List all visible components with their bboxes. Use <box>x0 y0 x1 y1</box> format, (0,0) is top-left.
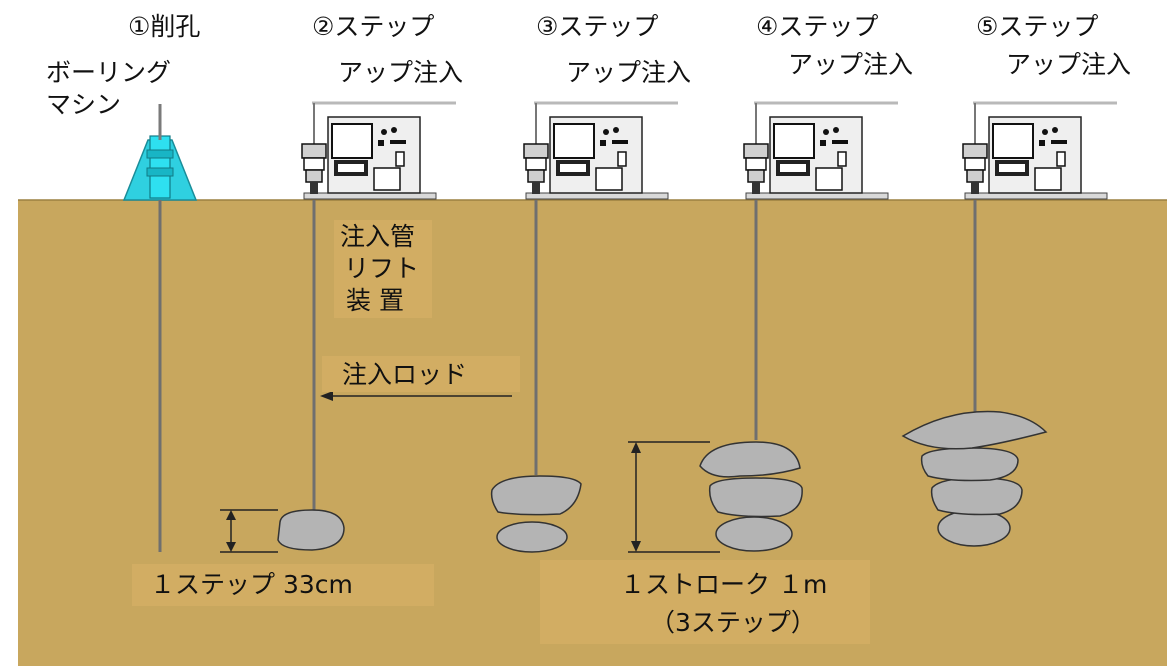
step4-title-line1: ④ステップ <box>756 12 879 41</box>
stroke-dimension-label-line2: （3ステップ） <box>650 608 816 637</box>
lift-label-bg <box>334 220 432 318</box>
stroke-dimension <box>628 441 720 553</box>
boring-machine-icon <box>122 104 198 201</box>
boring-machine-label-line2: マシン <box>46 90 122 119</box>
step-dim-bg <box>132 564 434 606</box>
stroke-dim-bg <box>540 560 870 644</box>
step4-title-line2: アップ注入 <box>788 50 914 79</box>
lift-device-label-line3: 装 置 <box>346 286 404 315</box>
grout-plant-icon <box>523 101 678 200</box>
injection-rod-label: 注入ロッド <box>342 360 468 389</box>
rod-pointer-arrow <box>320 391 512 401</box>
step3-title-line1: ③ステップ <box>536 12 659 41</box>
step3-title-line2: アップ注入 <box>566 58 692 87</box>
grout-plant-icon <box>743 101 898 200</box>
grout-plant-icon <box>301 101 456 200</box>
lift-device-label-line2: リフト <box>344 254 420 283</box>
grout-plants <box>301 101 1117 200</box>
step5-title-line1: ⑤ステップ <box>976 12 1099 41</box>
grout-plant-icon <box>962 101 1117 200</box>
grout-bulbs-step2 <box>277 509 345 551</box>
step-dimension <box>220 509 278 553</box>
step2-title-line2: アップ注入 <box>338 58 464 87</box>
boring-machine-label-line1: ボーリング <box>46 58 172 87</box>
stroke-dimension-label-line1: １ストローク １m <box>620 570 828 599</box>
grout-bulbs-step5 <box>901 410 1048 547</box>
grout-bulbs-step4 <box>699 441 803 552</box>
step-dimension-label: １ステップ 33cm <box>150 570 353 599</box>
grout-bulbs-step3 <box>490 475 582 553</box>
step5-title-line2: アップ注入 <box>1006 50 1132 79</box>
step2-title-line1: ②ステップ <box>312 12 435 41</box>
step1-title: ①削孔 <box>128 12 201 41</box>
rod-label-bg <box>322 356 520 392</box>
lift-device-label-line1: 注入管 <box>340 222 416 251</box>
